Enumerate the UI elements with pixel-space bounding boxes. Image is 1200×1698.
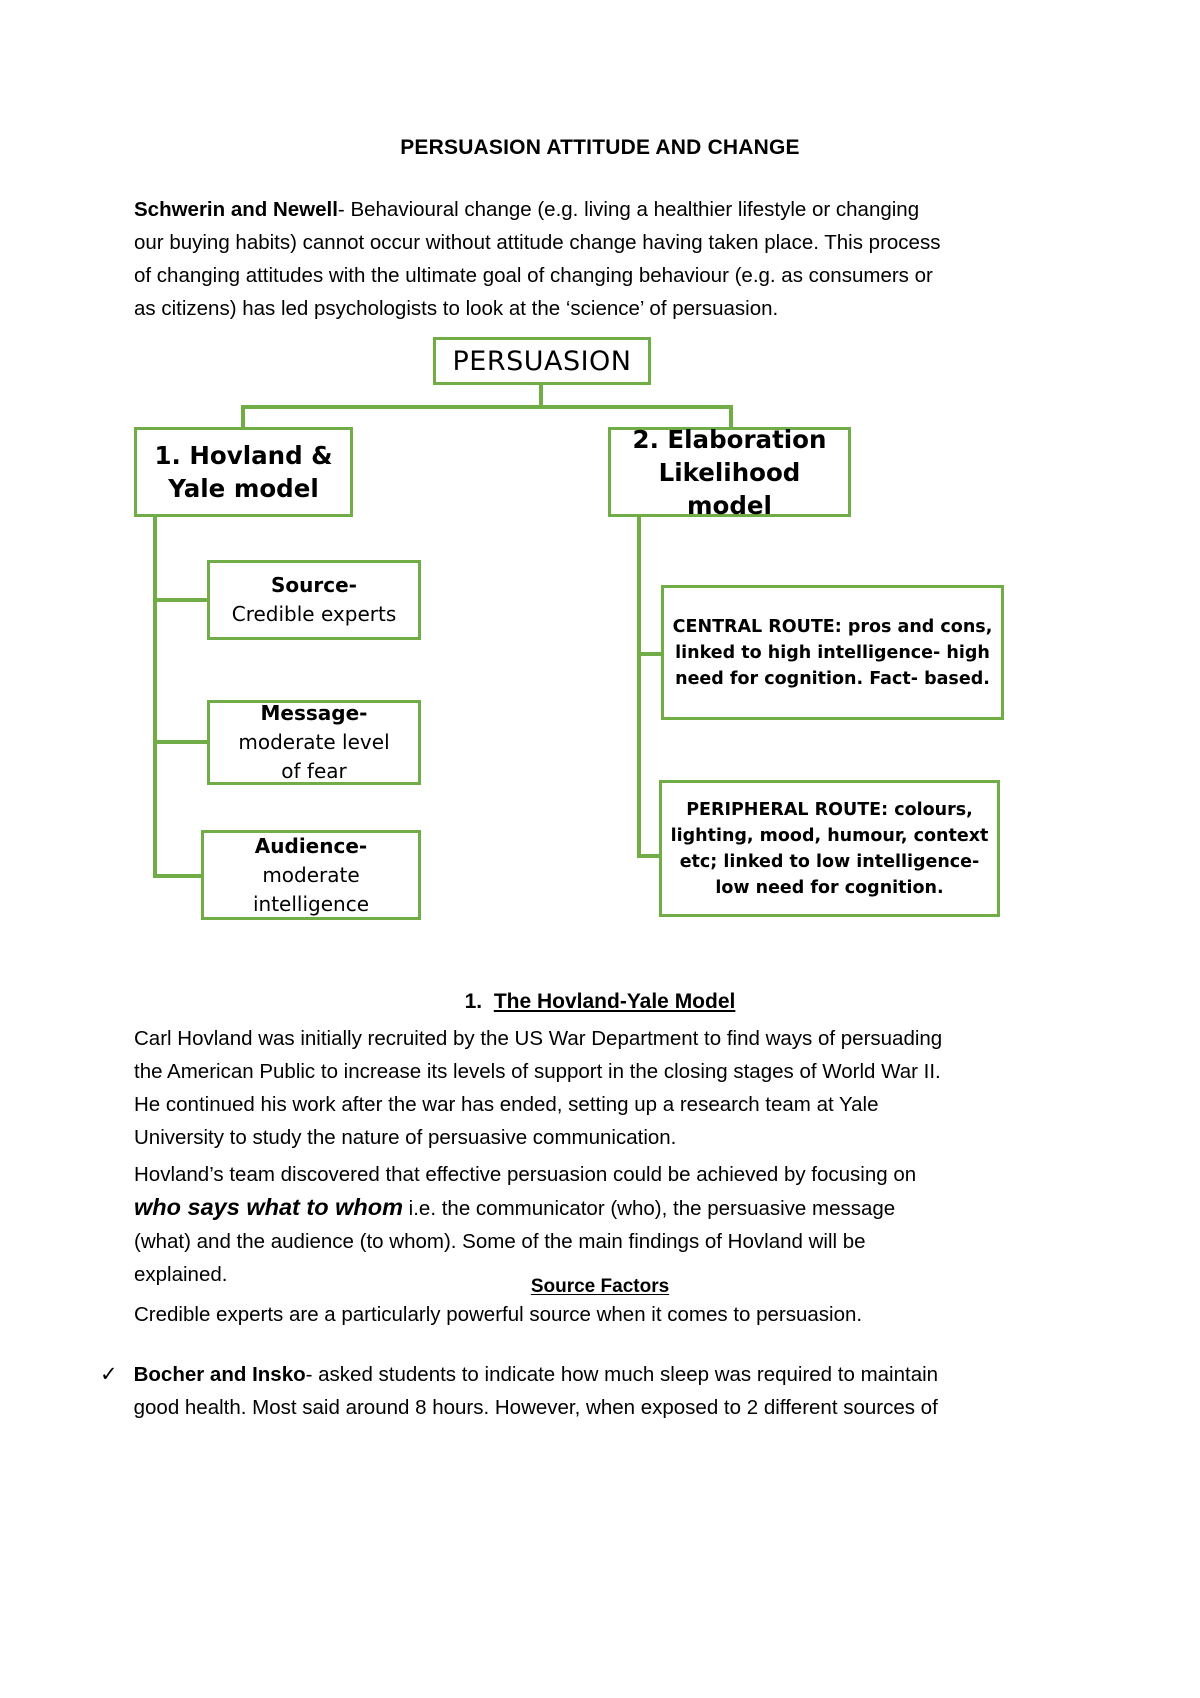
- diagram-node-peripheral-route-label: PERIPHERAL ROUTE: colours, lighting, moo…: [670, 799, 989, 898]
- diagram-node-source: Source- Credible experts: [207, 560, 421, 640]
- source-factors-subheading: Source Factors: [530, 1276, 670, 1297]
- list-item: ✓ Bocher and Insko- asked students to in…: [100, 1358, 980, 1424]
- diagram-node-source-label: Source- Credible experts: [216, 571, 413, 629]
- page-title: PERSUASION ATTITUDE AND CHANGE: [400, 136, 800, 159]
- diagram-node-message-bold: Message-: [260, 701, 368, 725]
- connector-horizontal-bus: [241, 405, 733, 409]
- diagram-node-peripheral-route: PERIPHERAL ROUTE: colours, lighting, moo…: [659, 780, 1000, 917]
- section-heading-title: The Hovland-Yale Model: [493, 990, 736, 1013]
- hovland-paragraph: Carl Hovland was initially recruited by …: [134, 1027, 943, 1149]
- diagram-node-message: Message- moderate level of fear: [207, 700, 421, 785]
- diagram-node-hovland-yale-model: 1. Hovland &Yale model: [134, 427, 353, 517]
- team-paragraph-part1: Hovland’s team discovered that effective…: [134, 1163, 917, 1186]
- connector-tick-peripheral-route: [637, 854, 661, 858]
- connector-root-stem: [539, 385, 543, 407]
- list-item-bold-lead: Bocher and Insko: [133, 1363, 306, 1386]
- connector-tick-message: [153, 740, 209, 744]
- diagram-node-persuasion-label: PERSUASION: [452, 345, 632, 377]
- section-heading: 1. The Hovland-Yale Model: [0, 990, 1200, 1014]
- diagram-node-audience-label: Audience- moderate intelligence: [204, 832, 418, 919]
- diagram-node-source-rest: Credible experts: [231, 602, 397, 626]
- connector-drop-to-elm: [729, 405, 733, 429]
- connector-drop-to-hovland: [241, 405, 245, 429]
- diagram-node-audience: Audience- moderate intelligence: [201, 830, 421, 920]
- team-paragraph-emphasis: who says what to whom: [134, 1194, 403, 1220]
- connector-tick-central-route: [637, 652, 663, 656]
- list-item-rest: - asked students to indicate how much sl…: [133, 1363, 939, 1419]
- connector-tick-source: [153, 598, 209, 602]
- diagram-node-central-route-label: CENTRAL ROUTE: pros and cons, linked to …: [672, 616, 993, 689]
- team-paragraph: Hovland’s team discovered that effective…: [134, 1158, 954, 1291]
- diagram-node-audience-rest: moderate intelligence: [252, 862, 370, 916]
- intro-rest: - Behavioural change (e.g. living a heal…: [134, 198, 941, 320]
- diagram-node-message-label: Message- moderate level of fear: [210, 699, 418, 786]
- team-paragraph-part2: i.e. the communicator (who), the persuas…: [134, 1197, 896, 1286]
- connector-tick-audience: [153, 874, 203, 878]
- connector-left-spine: [153, 517, 157, 878]
- connector-right-spine: [637, 517, 641, 858]
- intro-paragraph: Schwerin and Newell- Behavioural change …: [134, 193, 954, 325]
- list-item-text: Bocher and Insko- asked students to indi…: [134, 1358, 954, 1424]
- diagram-node-audience-bold: Audience-: [254, 833, 368, 858]
- diagram-node-message-rest: moderate level of fear: [238, 730, 390, 783]
- checkmark-icon: ✓: [100, 1363, 118, 1386]
- section-heading-number: 1.: [464, 990, 483, 1013]
- diagram-node-hovland-yale-model-label: 1. Hovland &Yale model: [154, 441, 333, 503]
- diagram-node-central-route: CENTRAL ROUTE: pros and cons, linked to …: [661, 585, 1004, 720]
- diagram-node-persuasion: PERSUASION: [433, 337, 651, 385]
- diagram-node-source-bold: Source-: [271, 573, 357, 597]
- credible-experts-paragraph: Credible experts are a particularly powe…: [134, 1303, 863, 1326]
- intro-bold-lead: Schwerin and Newell: [134, 198, 338, 221]
